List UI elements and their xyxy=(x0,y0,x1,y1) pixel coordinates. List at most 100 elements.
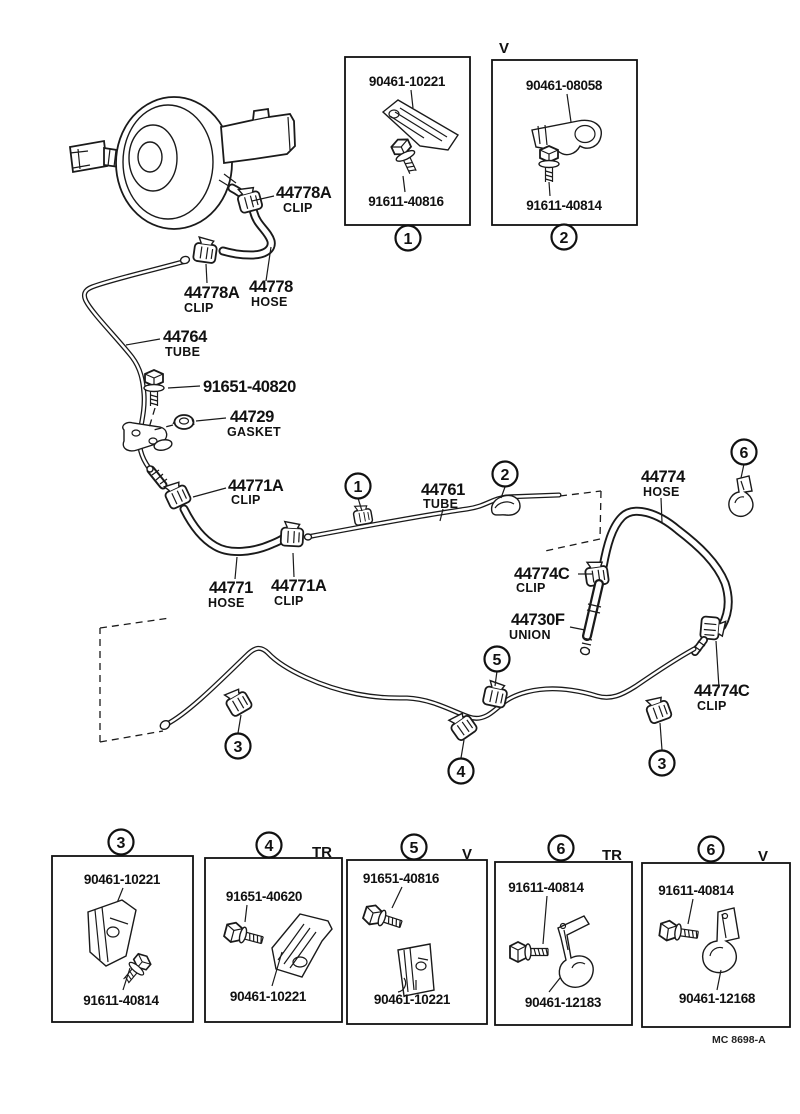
panel-outline-dashed-left xyxy=(99,617,171,743)
label-44774: 44774 xyxy=(641,468,686,486)
label-44778a-2: 44778A xyxy=(184,284,240,302)
tube-44761-drawing xyxy=(303,492,562,541)
callout-1: 1 xyxy=(344,472,372,500)
label-44761: 44761 xyxy=(421,481,465,499)
callout-3-right: 3 xyxy=(648,749,676,777)
inline-callouts: 1 2 6 3 5 4 3 xyxy=(224,438,758,785)
footer-drawing-code: MC 8698-A xyxy=(712,1034,766,1046)
hose-44774-drawing xyxy=(598,506,733,631)
callout-3-left: 3 xyxy=(224,732,252,760)
parts-box-1: 90461-10221 91611-40816 1 xyxy=(344,56,471,252)
callout-2: 2 xyxy=(491,460,519,488)
svg-text:4: 4 xyxy=(457,764,466,781)
label-44729: 44729 xyxy=(230,408,274,426)
box1-top-part: 90461-10221 xyxy=(369,74,446,89)
clip-icon xyxy=(445,708,480,743)
clip-icon xyxy=(221,684,254,719)
box2-number: 2 xyxy=(560,230,569,247)
flange-drawing xyxy=(122,421,173,452)
label-91651-40820: 91651-40820 xyxy=(203,378,296,396)
box4-bottom-part: 90461-10221 xyxy=(230,989,307,1004)
box5-bottom-part: 90461-10221 xyxy=(374,992,451,1007)
hose-44771-drawing xyxy=(179,504,289,556)
box5-top-part: 91651-40816 xyxy=(363,871,440,886)
box1-bottom-part: 91611-40816 xyxy=(368,194,444,209)
parts-box-5: 5 V 91651-40816 90461-10221 xyxy=(346,833,488,1025)
bottom-tube-drawing xyxy=(159,645,697,731)
box6v-top-part: 91611-40814 xyxy=(658,883,734,898)
label-44778a-1: 44778A xyxy=(276,184,332,202)
label-44771a-1: 44771A xyxy=(228,477,284,495)
box6tr-variant: TR xyxy=(602,847,622,864)
svg-text:TUBE: TUBE xyxy=(423,497,458,511)
svg-text:HOSE: HOSE xyxy=(251,295,288,309)
svg-text:5: 5 xyxy=(493,652,502,669)
clip-44778a-icon xyxy=(191,235,219,265)
box6tr-number: 6 xyxy=(557,841,566,858)
box6tr-bottom-part: 90461-12183 xyxy=(525,995,602,1010)
label-44764: 44764 xyxy=(163,328,208,346)
box2-top-part: 90461-08058 xyxy=(526,78,603,93)
tube-end-fitting-right xyxy=(691,636,708,656)
svg-text:3: 3 xyxy=(234,739,243,756)
bolt-91651-40820-icon xyxy=(143,369,165,407)
union-44730f-drawing xyxy=(579,579,604,656)
gasket-alignment-dash xyxy=(149,424,174,432)
master-cylinder-drawing xyxy=(220,107,296,165)
box1-number: 1 xyxy=(404,231,413,248)
clamp-2-drawing xyxy=(490,494,521,516)
part-labels: 44778A CLIP 44778A CLIP 44778 HOSE 44764… xyxy=(163,184,750,713)
hook-clip-6-drawing xyxy=(728,475,754,517)
box6v-number: 6 xyxy=(707,842,716,859)
label-44771a-2: 44771A xyxy=(271,577,327,595)
box4-top-part: 91651-40620 xyxy=(226,889,302,904)
bolt-alignment-dash xyxy=(148,407,156,429)
label-44774c-1: 44774C xyxy=(514,565,570,583)
svg-text:CLIP: CLIP xyxy=(516,581,546,595)
callout-4: 4 xyxy=(447,757,475,785)
box3-number: 3 xyxy=(117,835,126,852)
svg-text:CLIP: CLIP xyxy=(231,493,261,507)
box6v-bottom-part: 90461-12168 xyxy=(679,991,756,1006)
box6v-variant: V xyxy=(758,848,768,865)
svg-text:3: 3 xyxy=(658,756,667,773)
tube-end-fitting-drawing xyxy=(146,465,168,490)
svg-text:CLIP: CLIP xyxy=(283,201,313,215)
svg-text:CLIP: CLIP xyxy=(274,594,304,608)
box5-variant: V xyxy=(462,846,472,863)
gasket-44729-drawing xyxy=(172,414,195,430)
svg-text:CLIP: CLIP xyxy=(184,301,214,315)
box3-top-part: 90461-10221 xyxy=(84,872,161,887)
leader-lines xyxy=(125,195,745,759)
box4-number: 4 xyxy=(265,838,274,855)
label-44774c-2: 44774C xyxy=(694,682,750,700)
svg-text:HOSE: HOSE xyxy=(208,596,245,610)
parts-box-6-tr: 6 TR 91611-40814 90461-12183 xyxy=(494,834,633,1026)
svg-text:6: 6 xyxy=(740,445,749,462)
clip-icon xyxy=(642,693,674,726)
parts-box-3: 3 90461-10221 91611-40814 xyxy=(51,828,194,1023)
svg-text:2: 2 xyxy=(501,467,510,484)
parts-box-6-v: 6 V 91611-40814 90461-12168 xyxy=(641,835,791,1028)
box6tr-top-part: 91611-40814 xyxy=(508,880,584,895)
label-44730f: 44730F xyxy=(511,611,565,629)
box3-bottom-part: 91611-40814 xyxy=(83,993,159,1008)
clip-icon xyxy=(351,502,374,527)
box2-bottom-part: 91611-40814 xyxy=(526,198,602,213)
svg-text:TUBE: TUBE xyxy=(165,345,200,359)
box2-variant: V xyxy=(499,40,509,57)
callout-6: 6 xyxy=(730,438,758,466)
brake-booster-drawing xyxy=(69,96,233,230)
label-44778: 44778 xyxy=(249,278,293,296)
box4-variant: TR xyxy=(312,844,332,861)
svg-text:1: 1 xyxy=(354,479,363,496)
svg-text:HOSE: HOSE xyxy=(643,485,680,499)
clip-44771a-icon xyxy=(279,520,305,548)
label-44771: 44771 xyxy=(209,579,253,597)
svg-text:GASKET: GASKET xyxy=(227,425,281,439)
parts-box-4: 4 TR 91651-40620 90461-10221 xyxy=(204,831,343,1023)
panel-outline-dashed-right xyxy=(544,490,602,552)
svg-text:CLIP: CLIP xyxy=(697,699,727,713)
